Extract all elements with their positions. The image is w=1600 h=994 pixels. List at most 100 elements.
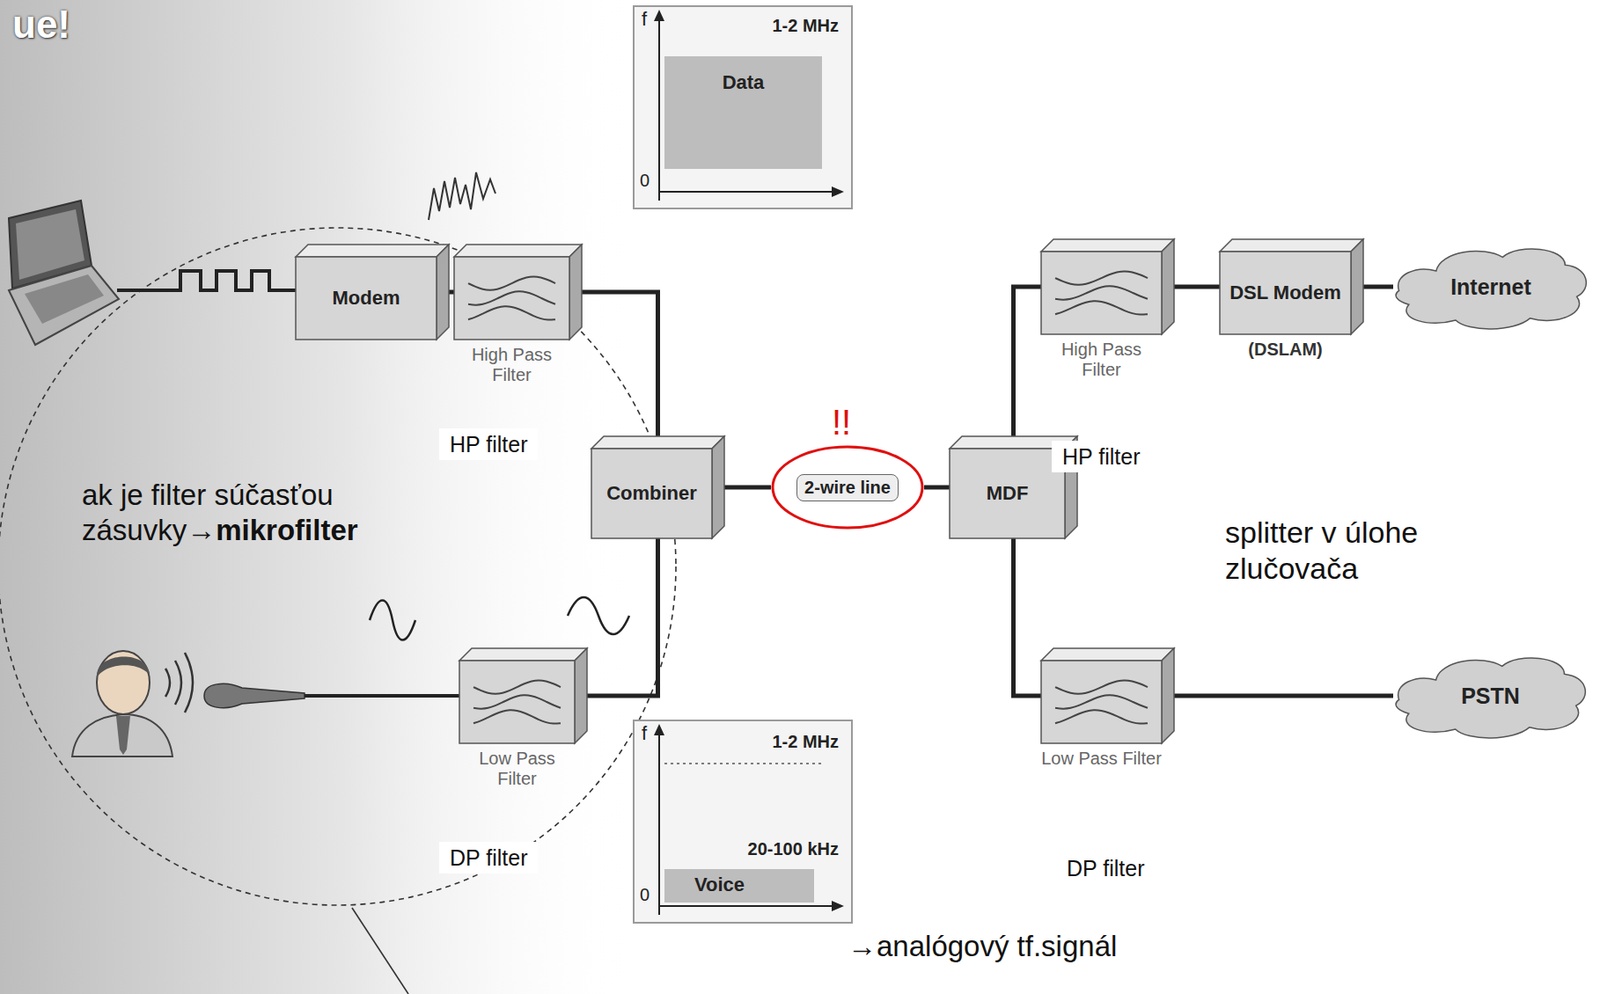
box-label: DSL Modem bbox=[1229, 281, 1342, 304]
modem-box: Modem bbox=[295, 244, 449, 340]
band bbox=[664, 869, 815, 903]
digital-signal-wire bbox=[117, 271, 296, 291]
slide-title: ue! bbox=[12, 2, 71, 46]
box-side bbox=[569, 244, 582, 340]
phone-handset bbox=[204, 683, 305, 708]
caption-area: High Pass Filter bbox=[454, 344, 570, 386]
filter-symbol bbox=[473, 680, 561, 694]
label-box: ak je filter súčasťou zásuvky→mikrofilte… bbox=[81, 477, 434, 548]
label-box: DP filter bbox=[1056, 852, 1155, 885]
phone-wire bbox=[304, 694, 462, 698]
box-side bbox=[1161, 648, 1175, 744]
caption-area: High Pass Filter bbox=[1041, 339, 1162, 381]
note: HP filter bbox=[449, 432, 528, 457]
signal-line bbox=[1174, 285, 1220, 290]
signal-line bbox=[724, 485, 771, 491]
box-front bbox=[295, 256, 437, 340]
axis bbox=[659, 733, 834, 916]
cloud-text-area: Internet bbox=[1393, 237, 1589, 337]
label-box: →analógový tf.signál bbox=[847, 929, 1117, 965]
filter-box: Low Pass Filter bbox=[459, 648, 588, 744]
person-icon bbox=[72, 651, 193, 757]
caption-area: Low Pass Filter bbox=[459, 748, 575, 790]
box-caption: (DSLAM) bbox=[1219, 339, 1351, 360]
cloud-text-area: PSTN bbox=[1393, 646, 1588, 746]
box-top bbox=[295, 244, 449, 257]
signal-line bbox=[924, 485, 950, 491]
box-top bbox=[454, 244, 582, 257]
signal-line bbox=[1174, 694, 1394, 699]
filter-symbol bbox=[468, 291, 556, 305]
box-front bbox=[949, 448, 1065, 539]
leader-line bbox=[352, 908, 409, 994]
note: HP filter bbox=[1062, 444, 1140, 470]
box-outline bbox=[1041, 239, 1175, 335]
box-front bbox=[454, 256, 570, 340]
band bbox=[664, 56, 823, 169]
box-outline bbox=[459, 648, 588, 744]
line-highlight: 2-wire line bbox=[770, 445, 925, 530]
analog-wave bbox=[369, 601, 416, 641]
chart-text: Data bbox=[664, 72, 823, 94]
box-top bbox=[591, 436, 725, 449]
box-front bbox=[459, 660, 575, 744]
filter-symbol bbox=[1055, 695, 1148, 709]
axis-arrow bbox=[653, 9, 845, 198]
person-hair bbox=[96, 656, 150, 678]
note: DP filter bbox=[449, 845, 528, 871]
box-text-area: Modem bbox=[295, 256, 437, 340]
ellipse-text-area: 2-wire line bbox=[770, 445, 925, 530]
box-outline bbox=[1041, 648, 1175, 744]
filter-symbol bbox=[468, 276, 556, 290]
label-box: HP filter bbox=[439, 428, 538, 461]
box-top bbox=[1041, 239, 1175, 252]
note: splitter v úlohe zlučovača bbox=[1225, 515, 1418, 586]
chart-text: 20-100 kHz bbox=[748, 839, 839, 859]
caption-area: (DSLAM) bbox=[1219, 339, 1351, 360]
limit-line bbox=[664, 763, 823, 765]
box-side bbox=[711, 436, 725, 539]
highlight-ellipse bbox=[772, 447, 923, 529]
filter-box: Low Pass Filter bbox=[1041, 648, 1175, 744]
label-box: splitter v úlohe zlučovača bbox=[1225, 514, 1490, 588]
box-label: MDF bbox=[986, 482, 1029, 505]
box-outline bbox=[454, 244, 582, 340]
chart-frame bbox=[633, 720, 852, 924]
box-front bbox=[1219, 251, 1351, 335]
chart-text: 0 bbox=[639, 885, 650, 905]
box-side bbox=[1161, 239, 1175, 335]
filter-symbol bbox=[1055, 680, 1148, 694]
spectrum-chart: f 1-2 MHz 20-100 kHzVoice 0 bbox=[632, 719, 853, 925]
box-top bbox=[459, 648, 588, 661]
axis-arrow bbox=[653, 724, 845, 912]
combiner-box: Combiner bbox=[591, 436, 725, 539]
filter-symbol bbox=[1055, 300, 1148, 315]
chart-text: f bbox=[641, 723, 647, 745]
spectrum-chart: f1-2 MHzData0 bbox=[632, 5, 853, 210]
chart-text: f bbox=[641, 8, 647, 30]
cloud-shape bbox=[1395, 249, 1586, 330]
filter-symbol bbox=[1055, 286, 1148, 300]
sound-waves bbox=[165, 653, 193, 713]
signal-line bbox=[581, 292, 659, 437]
box-label: Combiner bbox=[606, 482, 698, 505]
box-caption: High Pass Filter bbox=[1041, 339, 1162, 381]
chart-text: Voice bbox=[694, 874, 745, 896]
signal-line bbox=[1013, 286, 1043, 437]
label-box: ue! bbox=[12, 1, 71, 49]
filter-box: High Pass Filter bbox=[454, 244, 582, 340]
box-text-area: MDF bbox=[949, 448, 1065, 539]
label-box: HP filter bbox=[1051, 440, 1151, 473]
signal-line bbox=[1013, 538, 1043, 697]
person-tie bbox=[116, 716, 131, 756]
person-head bbox=[96, 651, 150, 715]
chart-text: 1-2 MHz bbox=[771, 732, 839, 752]
box-side bbox=[436, 244, 449, 340]
note: →analógový tf.signál bbox=[847, 930, 1117, 963]
line-label: 2-wire line bbox=[796, 474, 899, 502]
filter-symbol bbox=[473, 695, 561, 709]
dashed-region bbox=[0, 227, 676, 906]
box-text-area: DSL Modem bbox=[1219, 251, 1351, 335]
laptop-keyboard bbox=[24, 274, 104, 324]
